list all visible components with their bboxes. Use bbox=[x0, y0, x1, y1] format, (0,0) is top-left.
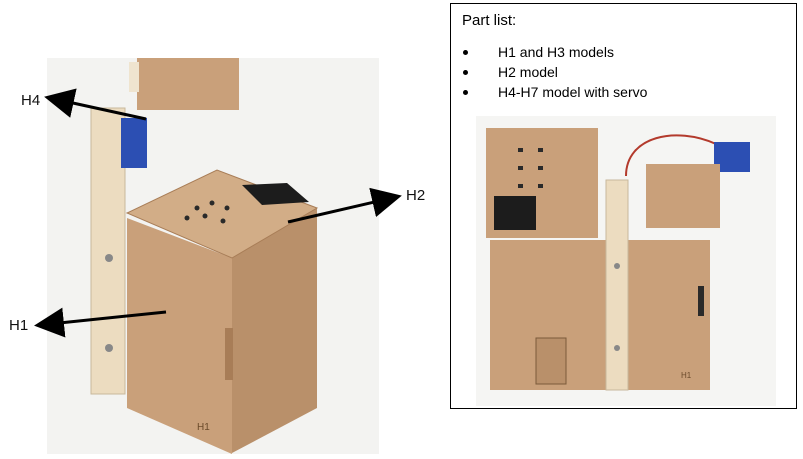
servo-wire bbox=[625, 134, 717, 177]
assembled-model-drawing: H1 bbox=[90, 58, 319, 454]
top-holes bbox=[184, 200, 230, 224]
sheet-holes bbox=[518, 148, 543, 188]
bullet-icon bbox=[463, 90, 468, 95]
sheet-slot bbox=[698, 286, 704, 316]
servo-motor bbox=[121, 118, 147, 168]
box-side-face bbox=[227, 208, 317, 453]
box-face-marking: H1 bbox=[197, 422, 210, 433]
pole-screw bbox=[105, 344, 113, 352]
cardboard-sheet-main bbox=[490, 240, 710, 390]
part-list-panel: Part list: H1 and H3 models H2 model H4-… bbox=[450, 3, 797, 409]
part-item-text: H1 and H3 models bbox=[498, 44, 614, 60]
bullet-icon bbox=[463, 50, 468, 55]
sheet-marking: H1 bbox=[681, 371, 692, 380]
part-item-text: H4-H7 model with servo bbox=[498, 84, 648, 100]
sheet-cutout bbox=[535, 337, 567, 385]
cardboard-flap bbox=[646, 164, 720, 228]
part-list-title: Part list: bbox=[462, 12, 517, 29]
pole-screw bbox=[614, 263, 620, 269]
bullet-icon bbox=[463, 70, 468, 75]
box-edge-tab bbox=[225, 328, 233, 380]
box-front-face bbox=[127, 218, 232, 454]
rain-sensor bbox=[494, 196, 536, 230]
parts-photo: H1 bbox=[476, 116, 776, 406]
assembled-model-photo: H1 bbox=[47, 58, 379, 454]
pole-screw bbox=[614, 345, 620, 351]
label-h4: H4 bbox=[21, 92, 41, 109]
hinge-clip bbox=[129, 62, 139, 92]
wooden-pole bbox=[605, 179, 629, 391]
part-item-text: H2 model bbox=[498, 64, 558, 80]
label-h1: H1 bbox=[9, 317, 29, 334]
lid-panel bbox=[137, 58, 239, 110]
parts-drawing: H1 bbox=[486, 128, 750, 391]
label-h2: H2 bbox=[406, 187, 426, 204]
pole-screw bbox=[105, 254, 113, 262]
